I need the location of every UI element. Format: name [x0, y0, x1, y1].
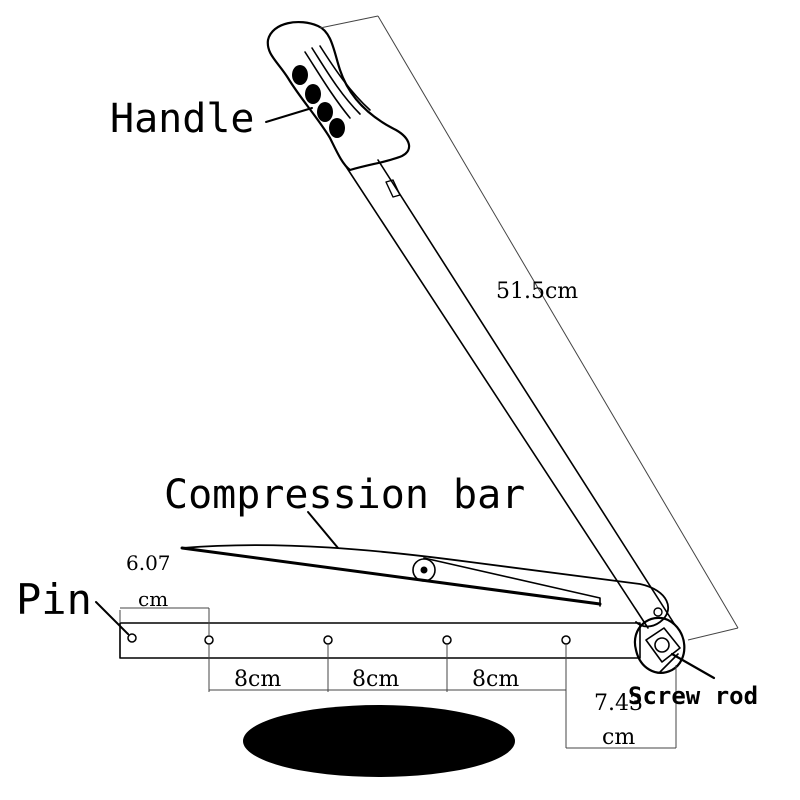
blade-length-label: 51.5cm	[496, 279, 578, 304]
grip-bump	[329, 118, 345, 138]
grip-bump	[317, 102, 333, 122]
screw-rod-leader	[659, 653, 679, 673]
compression-bar-label: Compression bar	[164, 472, 525, 518]
compression-bar-part	[180, 544, 670, 628]
spacing-label-3: 8cm	[472, 667, 519, 692]
pin-leader	[95, 601, 129, 635]
grip-bump	[292, 65, 308, 85]
pin-label: Pin	[16, 575, 92, 624]
pin-hole	[323, 635, 333, 645]
blade-arm	[344, 159, 676, 629]
pin-hole	[204, 635, 214, 645]
pivot-offset-dimension	[566, 665, 677, 749]
pin-offset-unit: cm	[138, 587, 168, 611]
blade-slot	[385, 179, 401, 198]
pin-hole	[127, 633, 137, 643]
compression-bar-leader	[307, 511, 339, 549]
spacing-label-1: 8cm	[234, 667, 281, 692]
blade-dimension	[319, 15, 739, 641]
handle-leader	[265, 107, 313, 123]
pivot-offset-value: 7.43	[594, 691, 643, 716]
compression-hole	[653, 607, 663, 617]
compression-pivot	[412, 558, 436, 582]
pin-hole	[442, 635, 452, 645]
pin-offset-dimension	[119, 607, 210, 636]
model-badge: 32CM-A4	[243, 705, 515, 777]
handle-grip	[266, 20, 411, 172]
model-badge-text: 32CM-A4	[284, 719, 474, 765]
handle-label: Handle	[110, 96, 255, 142]
base-board	[119, 622, 641, 659]
spacing-label-2: 8cm	[352, 667, 399, 692]
grip-bump	[305, 84, 321, 104]
pin-hole	[561, 635, 571, 645]
pivot-offset-unit: cm	[602, 725, 635, 750]
spacing-dimensions	[208, 644, 567, 748]
compression-pivot-center	[420, 566, 428, 574]
pin-offset-value: 6.07	[126, 551, 171, 575]
pin-holes	[127, 633, 571, 645]
pivot-assembly	[633, 616, 716, 680]
model-badge-background	[243, 705, 515, 777]
screw-rod-label: Screw rod	[628, 682, 758, 710]
